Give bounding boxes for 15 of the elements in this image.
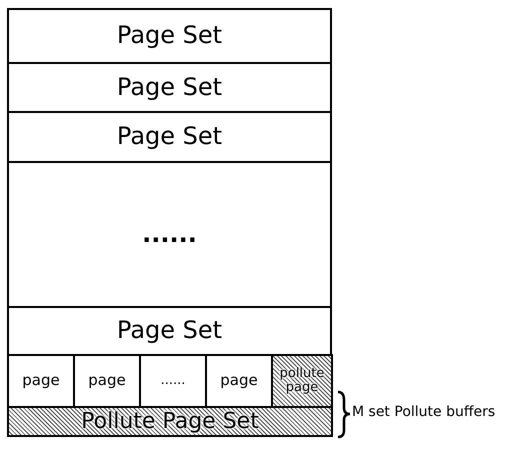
brace-label: M set Pollute buffers xyxy=(352,404,496,420)
cell-text: Page Set xyxy=(116,124,222,150)
cell-text: Page Set xyxy=(116,318,222,344)
page-cell xyxy=(7,62,332,113)
cell-text: Page Set xyxy=(116,74,222,100)
cell-text: Page Set xyxy=(116,23,222,49)
page-cell xyxy=(7,111,332,163)
cell-text: page xyxy=(22,373,60,389)
cell-text: page xyxy=(88,373,126,389)
cell-text: page xyxy=(220,373,258,389)
page-cell xyxy=(7,306,332,356)
cell-text: ...... xyxy=(142,222,197,248)
page-cell xyxy=(7,8,332,64)
cell-text: ...... xyxy=(160,374,186,388)
page-cell xyxy=(7,161,332,308)
